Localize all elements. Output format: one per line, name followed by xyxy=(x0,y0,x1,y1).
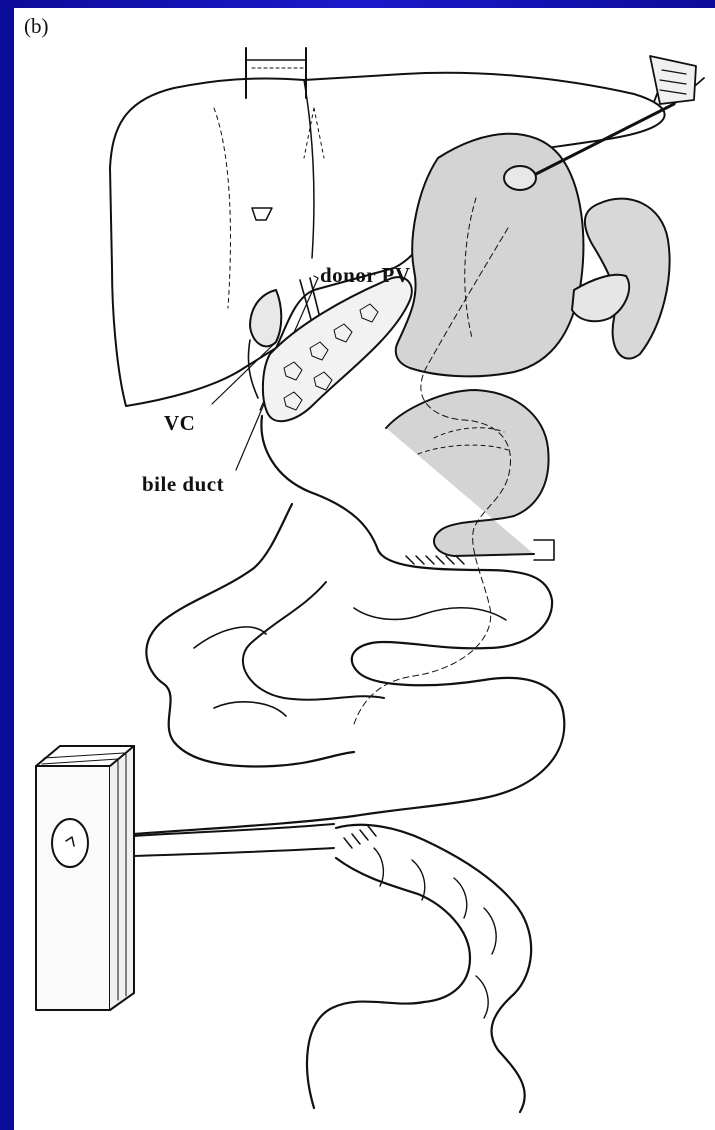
panel-label: (b) xyxy=(24,14,49,39)
label-bile-duct: bile duct xyxy=(142,472,224,497)
graft-jejunum xyxy=(386,390,554,560)
stoma xyxy=(52,819,88,867)
label-donor-pv: donor PV xyxy=(320,263,411,288)
abdominal-wall xyxy=(36,746,134,1010)
figure-panel: (b) donor PV VC bile duct xyxy=(14,8,715,1130)
label-vc: VC xyxy=(164,411,195,436)
ileostomy-limb xyxy=(134,824,334,856)
colon xyxy=(307,825,531,1112)
anatomy-illustration xyxy=(14,8,715,1130)
